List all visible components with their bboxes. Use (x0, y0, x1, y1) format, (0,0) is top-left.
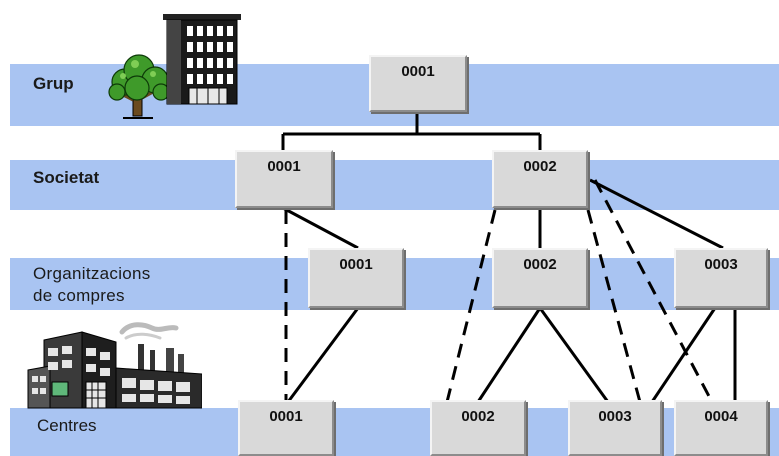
node-plant-0003[interactable]: 0003 (568, 400, 662, 456)
connector-company1-porg1 (282, 206, 359, 250)
node-plant-0001[interactable]: 0001 (238, 400, 334, 456)
node-plant-0004[interactable]: 0004 (674, 400, 768, 456)
connector-company2-plant4-dashed (593, 179, 714, 403)
node-porg-0002[interactable]: 0002 (492, 248, 588, 308)
level-label-plants: Centres (37, 416, 97, 435)
node-plant-0002[interactable]: 0002 (430, 400, 526, 456)
node-porg-0001[interactable]: 0001 (308, 248, 404, 308)
connector-porg2-plant3 (538, 307, 610, 403)
level-label-purchasing-org-line1: Organitzacions (33, 264, 151, 283)
connector-company2-plant3-dashed (586, 209, 642, 403)
level-label-purchasing-org: Organitzacions de compres (33, 263, 151, 307)
tree-icon (108, 54, 170, 119)
node-group-0001[interactable]: 0001 (369, 55, 467, 112)
level-label-purchasing-org-line2: de compres (33, 286, 125, 305)
connector-porg2-plant2 (476, 307, 542, 403)
connector-company2-porg3 (589, 178, 724, 250)
node-company-0001[interactable]: 0001 (235, 150, 333, 208)
connector-porg1-plant1 (286, 307, 360, 403)
connector-porg3-plant3 (650, 307, 717, 403)
node-company-0002[interactable]: 0002 (492, 150, 588, 208)
connector-company2-plant2-dashed (445, 209, 497, 403)
factory-icon (27, 322, 202, 409)
office-building-icon (163, 14, 241, 105)
node-porg-0003[interactable]: 0003 (674, 248, 768, 308)
band-company (10, 160, 779, 210)
level-label-group: Grup (33, 74, 74, 93)
level-label-company: Societat (33, 168, 100, 187)
